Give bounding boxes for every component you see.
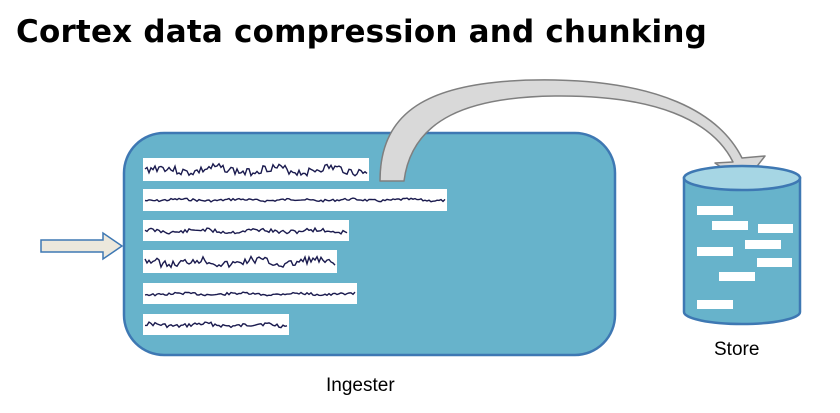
series-lines <box>144 162 446 329</box>
series-line <box>145 321 288 329</box>
slide-title: Cortex data compression and chunking <box>16 14 708 50</box>
series-line <box>144 226 348 235</box>
ingester-label: Ingester <box>326 375 395 396</box>
stored-chunk <box>697 247 733 256</box>
store-cylinder <box>682 164 802 326</box>
stored-chunk <box>697 300 733 309</box>
input-arrow <box>40 231 124 261</box>
store-label: Store <box>714 339 760 360</box>
stored-chunk <box>758 224 793 233</box>
stored-chunk <box>697 206 733 215</box>
series-line <box>144 291 356 297</box>
stored-chunks <box>697 206 793 309</box>
series-line <box>144 254 336 270</box>
stored-chunk <box>712 221 748 230</box>
store-top <box>682 164 802 192</box>
stored-chunk <box>757 258 792 267</box>
series-strip <box>143 158 369 181</box>
series-line <box>144 197 446 203</box>
series-line <box>144 162 368 178</box>
series-strip <box>143 250 337 273</box>
series-strips <box>143 158 447 335</box>
stored-chunk <box>719 272 755 281</box>
stored-chunk <box>745 240 781 249</box>
